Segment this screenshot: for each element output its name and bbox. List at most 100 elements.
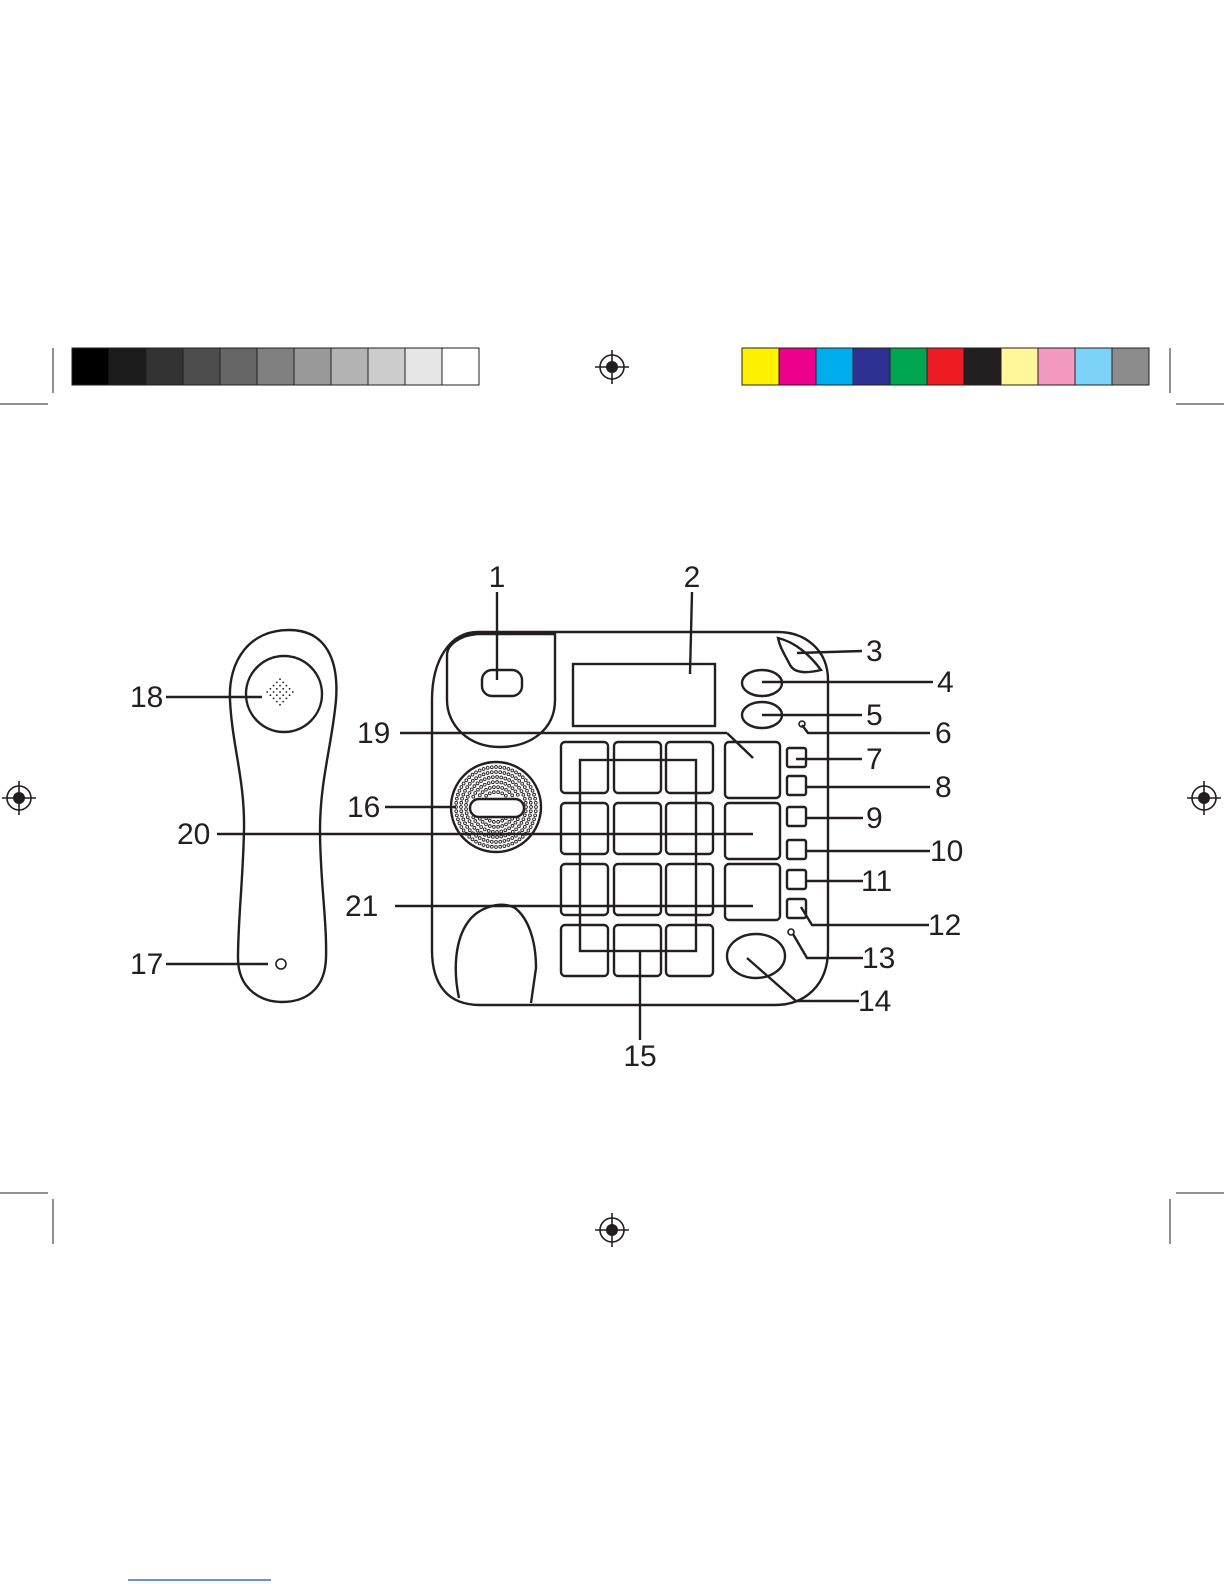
earpiece-hole	[279, 678, 281, 680]
keypad-key-6[interactable]	[561, 864, 608, 915]
speaker-hole	[504, 794, 507, 797]
speaker-slot	[470, 799, 524, 817]
function-key-19[interactable]	[725, 742, 780, 798]
speaker-hole	[508, 827, 511, 830]
speaker-hole	[466, 825, 469, 828]
speaker-hole	[487, 776, 490, 779]
keypad-key-8[interactable]	[666, 864, 713, 915]
speaker-hole	[491, 830, 494, 833]
speaker-hole	[533, 818, 536, 821]
speaker-hole	[527, 829, 530, 832]
side-key-11[interactable]	[787, 870, 806, 889]
speaker-hole	[501, 819, 504, 822]
speaker-hole	[477, 788, 480, 791]
speaker-hole	[495, 771, 498, 774]
speaker-hole	[503, 840, 506, 843]
callout-1: 1	[489, 561, 506, 594]
earpiece-hole	[273, 698, 275, 700]
side-key-10[interactable]	[787, 840, 806, 859]
earpiece-hole	[279, 698, 281, 700]
swatch-color-4	[890, 348, 927, 385]
speaker-hole	[529, 814, 532, 817]
speaker-hole	[529, 801, 532, 804]
function-key-21[interactable]	[725, 864, 780, 920]
speaker-hole	[478, 837, 481, 840]
swatch-color-10	[1112, 348, 1149, 385]
side-key-7[interactable]	[787, 748, 806, 767]
hook-switch[interactable]	[482, 670, 522, 696]
earpiece-hole	[286, 685, 288, 687]
speaker-hole	[500, 830, 503, 833]
speaker-hole	[464, 822, 467, 825]
speaker-hole	[514, 821, 517, 824]
swatch-color-0	[742, 348, 779, 385]
keypad-key-7[interactable]	[614, 864, 661, 915]
speaker-hole	[490, 840, 493, 843]
earpiece-hole	[289, 688, 291, 690]
speaker-hole	[486, 845, 489, 848]
keypad-key-4[interactable]	[614, 803, 661, 854]
speaker-hole	[520, 821, 523, 824]
speaker-hole	[455, 797, 458, 800]
speaker-hole	[461, 814, 464, 817]
earpiece-hole	[286, 691, 288, 693]
callout-8: 8	[935, 771, 952, 804]
keypad-key-2[interactable]	[666, 742, 713, 793]
speaker-hole	[462, 829, 465, 832]
speaker-hole	[462, 782, 465, 785]
earpiece-hole	[276, 701, 278, 703]
speaker-hole	[515, 828, 518, 831]
keypad-key-3[interactable]	[561, 803, 608, 854]
swatch-gray-0	[72, 348, 109, 385]
speaker-hole	[507, 773, 510, 776]
earpiece-hole	[276, 682, 278, 684]
speaker-hole	[521, 835, 524, 838]
speaker-hole	[511, 794, 514, 797]
speaker-hole	[466, 795, 469, 798]
speaker-hole	[524, 801, 527, 804]
swatch-color-8	[1038, 348, 1075, 385]
speaker-hole	[488, 792, 491, 795]
speaker-hole	[471, 773, 474, 776]
function-key-20[interactable]	[725, 803, 780, 859]
speaker-hole	[500, 835, 503, 838]
keypad-key-5[interactable]	[666, 803, 713, 854]
speaker-hole	[461, 797, 464, 800]
speaker-hole	[457, 818, 460, 821]
speaker-hole	[501, 825, 504, 828]
callout-17: 17	[130, 948, 163, 981]
speaker-hole	[475, 771, 478, 774]
speaker-hole	[505, 788, 508, 791]
side-key-8[interactable]	[787, 776, 806, 795]
speaker-hole	[455, 801, 458, 804]
keypad-key-1[interactable]	[614, 742, 661, 793]
speaker-hole	[458, 822, 461, 825]
speaker-hole	[507, 844, 510, 847]
speaker-hole	[521, 829, 524, 832]
speakerphone-button[interactable]	[727, 934, 785, 978]
speaker-hole	[527, 818, 530, 821]
speaker-hole	[457, 793, 460, 796]
swatch-color-2	[816, 348, 853, 385]
ringer-indicator	[778, 638, 821, 672]
speaker-hole	[491, 835, 494, 838]
keypad-frame	[580, 760, 696, 951]
speaker-hole	[521, 776, 524, 779]
speaker-hole	[495, 846, 498, 849]
earpiece-hole	[282, 701, 284, 703]
speaker-hole	[466, 786, 469, 789]
speaker-hole	[533, 793, 536, 796]
speaker-hole	[534, 814, 537, 817]
side-key-9[interactable]	[787, 807, 806, 826]
speaker-hole	[503, 772, 506, 775]
speaker-hole	[481, 791, 484, 794]
speaker-hole	[468, 776, 471, 779]
speaker-hole	[529, 786, 532, 789]
speaker-hole	[481, 820, 484, 823]
speaker-hole	[535, 806, 538, 809]
swatch-color-1	[779, 348, 816, 385]
speaker-hole	[529, 797, 532, 800]
earpiece-hole	[266, 691, 268, 693]
speaker-hole	[521, 782, 524, 785]
keypad-key-0[interactable]	[561, 742, 608, 793]
